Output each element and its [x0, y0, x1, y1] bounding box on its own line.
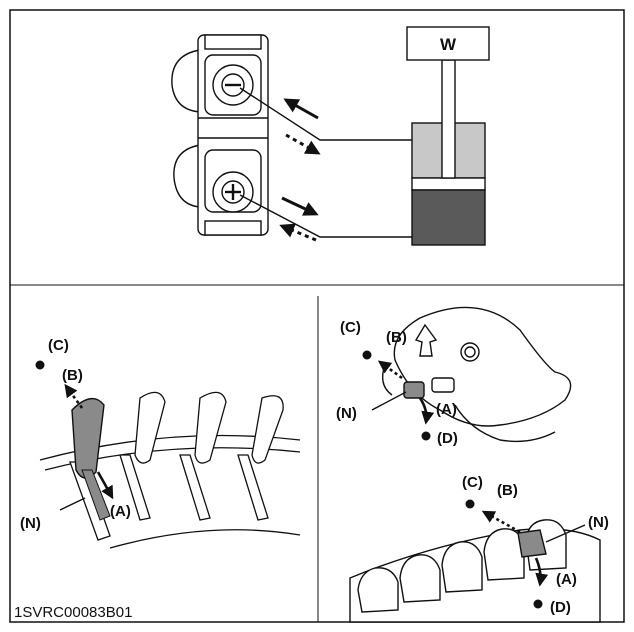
joystick-position-d-dot — [421, 431, 431, 441]
switch-label-a: (A) — [556, 571, 577, 588]
control-valve-block — [171, 34, 269, 236]
lever-bank — [39, 391, 301, 549]
flow-arrow-upper-dashed — [285, 133, 321, 155]
highlighted-switch — [517, 529, 547, 558]
arrow-to-a — [96, 471, 114, 500]
switch-arrow-to-a — [534, 557, 549, 587]
position-c-dot — [35, 360, 45, 370]
highlighted-lever — [71, 397, 105, 479]
joystick-label-a: (A) — [436, 401, 457, 418]
weight-box — [406, 26, 490, 61]
switch-label-d: (D) — [550, 599, 571, 616]
upper-hydraulic-line — [239, 87, 412, 141]
figure-code: 1SVRC00083B01 — [14, 604, 132, 621]
arrow-to-b — [64, 383, 84, 409]
highlighted-lever-shaft — [81, 469, 111, 521]
label-b: (B) — [62, 367, 83, 384]
switch-position-c-dot — [465, 499, 475, 509]
switch-label-b: (B) — [497, 482, 518, 499]
joystick-arrow-to-a — [418, 397, 435, 425]
hydraulic-cylinder — [411, 59, 486, 246]
switch-label-n: (N) — [588, 514, 609, 531]
joystick-label-b: (B) — [386, 329, 407, 346]
label-n: (N) — [20, 515, 41, 532]
joystick-label-n: (N) — [336, 405, 357, 422]
flow-arrow-lower-dashed — [279, 223, 317, 242]
switch-arrow-to-b — [481, 510, 521, 534]
joystick-arrow-to-b — [377, 360, 403, 380]
flow-arrow-lower-solid — [281, 196, 319, 216]
joystick-grip — [382, 306, 572, 443]
joystick-label-d: (D) — [437, 430, 458, 447]
joystick-position-c-dot — [362, 350, 372, 360]
switch-label-c: (C) — [462, 474, 483, 491]
weight-label: W — [440, 35, 457, 54]
figure-frame — [9, 9, 625, 623]
label-a: (A) — [110, 503, 131, 520]
switch-neutral-leader — [545, 524, 586, 543]
neutral-leader — [59, 497, 86, 511]
joystick-label-c: (C) — [340, 319, 361, 336]
switch-position-d-dot — [533, 599, 543, 609]
lower-hydraulic-line — [239, 194, 412, 238]
flow-arrow-upper-solid — [283, 98, 319, 120]
label-c: (C) — [48, 337, 69, 354]
joystick-neutral-leader — [371, 391, 407, 411]
